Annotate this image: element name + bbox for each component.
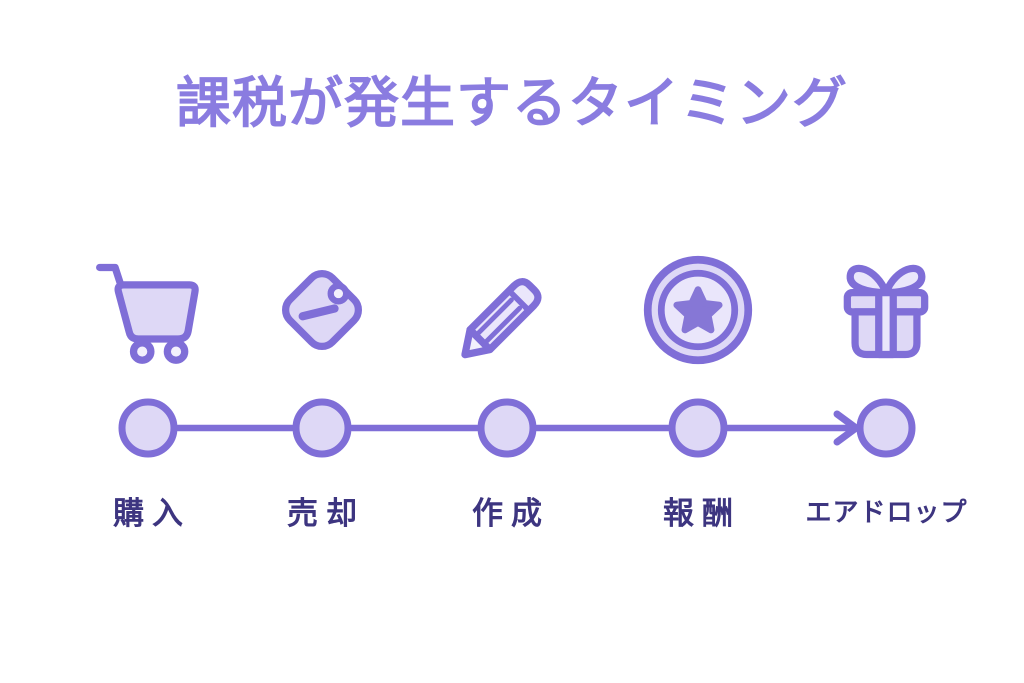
cart-wheel-right [163, 339, 189, 364]
step-icon-cell-airdrop [828, 252, 944, 368]
timeline-label-create: 作成 [472, 496, 550, 531]
arrowhead-icon [833, 410, 860, 446]
step-icon-cell-purchase [90, 252, 206, 368]
gift-icon [843, 264, 929, 359]
pencil-eraser-line [506, 287, 532, 314]
timeline-node [118, 398, 178, 458]
cart-wheel-left [129, 339, 155, 364]
timeline-node [292, 398, 352, 458]
timeline-label-airdrop: エアドロップ [805, 497, 968, 527]
medal-star [673, 286, 723, 334]
cart-handle [96, 263, 125, 288]
timeline-label-reward: 報酬 [663, 496, 741, 531]
timeline-node [856, 398, 916, 458]
pencil-edge-line-1 [476, 297, 514, 336]
tag-hole [327, 282, 350, 305]
pencil-icon [461, 278, 542, 359]
medal-star-icon [643, 255, 753, 365]
tag-dash [298, 304, 339, 321]
pencil-edge-line-2 [484, 305, 523, 344]
step-icon-cell-create [449, 252, 565, 368]
timeline-label-purchase: 購入 [113, 496, 191, 531]
cart-basket [114, 281, 199, 343]
gift-ribbon [875, 288, 897, 359]
price-tag-icon [282, 270, 362, 350]
timeline-label-sale: 売却 [287, 496, 365, 531]
timeline-node [668, 398, 728, 458]
step-icon-cell-reward [640, 252, 756, 368]
timeline-graphic [118, 398, 916, 458]
shopping-cart-icon [96, 263, 199, 364]
gift-bow-left [846, 264, 890, 297]
pencil-body [466, 278, 542, 354]
page-title: 課税が発生するタイミング [175, 72, 848, 134]
timeline-node [477, 398, 537, 458]
gift-bow-right [882, 264, 926, 297]
step-icon-cell-sale [264, 252, 380, 368]
